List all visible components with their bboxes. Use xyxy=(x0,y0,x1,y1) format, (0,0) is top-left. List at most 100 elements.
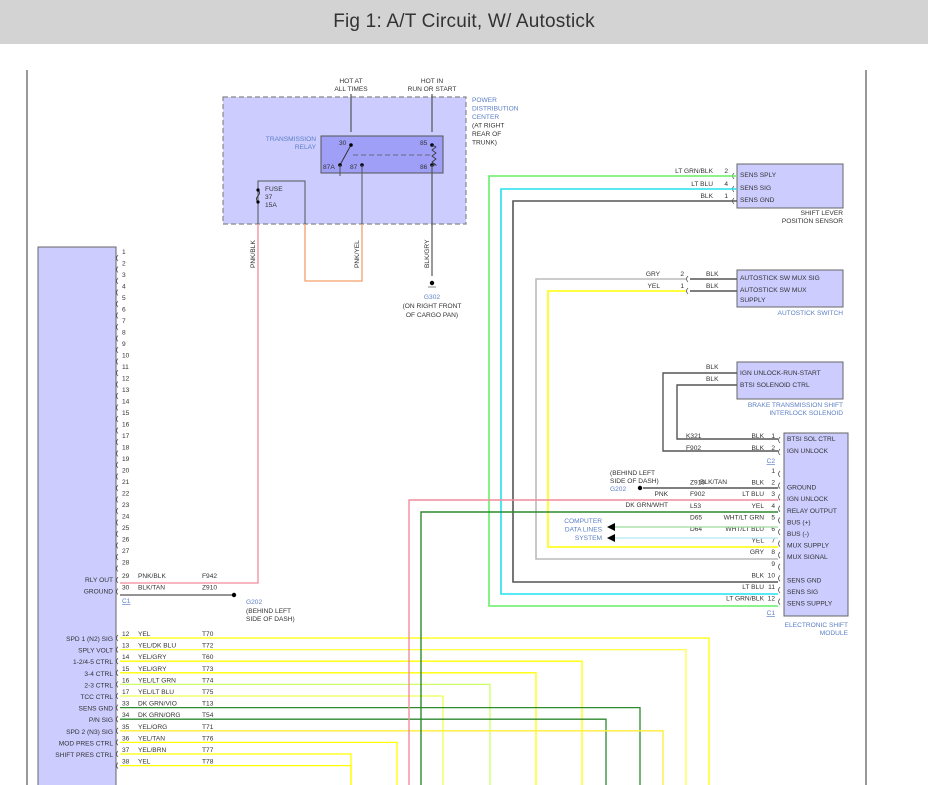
connector-bracket xyxy=(116,669,119,677)
esm-c1-pin-number: 1 xyxy=(771,468,775,475)
pcm-pin-number: 21 xyxy=(122,479,130,486)
esm-c1-pin-label: MUX SIGNAL xyxy=(787,554,828,561)
connector-bracket xyxy=(116,727,119,735)
connector-bracket xyxy=(116,312,119,319)
connector-bracket xyxy=(116,634,119,642)
pcm-lower-circuit: T74 xyxy=(202,677,214,684)
connector-bracket xyxy=(116,358,119,365)
data-lines-label: DATA LINES xyxy=(565,527,603,534)
esm-c2-wire-color: BLK xyxy=(752,445,765,452)
pcm-pin-number: 20 xyxy=(122,468,130,475)
esm-c1-pin-number: 10 xyxy=(768,572,776,579)
pcm-pin-number: 30 xyxy=(122,585,130,592)
wire-pcm-35 xyxy=(120,730,664,785)
connector-bracket xyxy=(116,565,119,572)
wire-pcm-33 xyxy=(120,706,641,785)
esm-c1-wire-color: BLK xyxy=(752,480,765,487)
connector-bracket xyxy=(116,254,119,262)
pcm-lower-wire-color: YEL/TAN xyxy=(138,735,165,742)
sls-pin-label: SENS SIG xyxy=(740,185,771,192)
relay-label-1: TRANSMISSION xyxy=(266,136,316,143)
relay-coil-icon xyxy=(431,144,438,166)
connector-bracket xyxy=(116,484,119,492)
connector-bracket xyxy=(778,505,781,513)
pcm-pin-number: 5 xyxy=(122,295,126,302)
arrow-bus-minus-icon xyxy=(607,534,615,542)
wire-mux-signal xyxy=(535,278,778,560)
sls-wire-color: BLK xyxy=(701,193,714,200)
wire-pcm-17 xyxy=(120,695,444,785)
esm-g202-desc: SIDE OF DASH) xyxy=(610,478,659,485)
ground-g302-icon xyxy=(429,280,435,286)
esm-c1-circuit: Z910 xyxy=(690,480,705,487)
ground-g302-desc-1: (ON RIGHT FRONT xyxy=(403,303,462,310)
pcm-lower-circuit: T54 xyxy=(202,712,214,719)
pcm-lower-pin-number: 17 xyxy=(122,689,130,696)
wire-pcm-12 xyxy=(120,637,710,785)
esm-c1-pin-number: 2 xyxy=(771,480,775,487)
pcm-lower-pin-label: 1-2/4-5 CTRL xyxy=(73,659,113,666)
pcm-lower-pin-label: P/N SIG xyxy=(89,717,113,724)
pcm-lower-circuit: T73 xyxy=(202,666,214,673)
connector-bracket xyxy=(778,540,781,547)
connector-bracket xyxy=(116,381,119,388)
sls-wire-color: LT BLU xyxy=(691,181,713,188)
btsi-name: INTERLOCK SOLENOID xyxy=(769,410,843,417)
connector-bracket xyxy=(116,369,119,377)
pdc-label-line: (AT RIGHT xyxy=(472,123,504,130)
btsi-name: BRAKE TRANSMISSION SHIFT xyxy=(748,402,843,409)
autostick-pin-number: 1 xyxy=(680,283,684,290)
connector-bracket xyxy=(116,519,119,526)
pcm-g202-desc: SIDE OF DASH) xyxy=(246,616,295,623)
wire-ign-unlock-pnk xyxy=(408,499,778,785)
ground-g302-desc-2: OF CARGO PAN) xyxy=(406,312,458,319)
pcm-lower-wire-color: DK GRN/ORG xyxy=(138,712,181,719)
esm-g202-desc: (BEHIND LEFT xyxy=(610,470,655,477)
powertrain-control-module xyxy=(37,246,117,785)
esm-c2-circuit: K321 xyxy=(686,433,702,440)
connector-bracket xyxy=(116,762,119,769)
connector-bracket xyxy=(116,473,119,480)
esm-c1-pin-label: IGN UNLOCK xyxy=(787,496,829,503)
connector-bracket xyxy=(778,563,781,571)
pcm-pin-number: 8 xyxy=(122,330,126,337)
transmission-relay xyxy=(320,135,444,174)
pcm-pin-number: 2 xyxy=(122,261,126,268)
esm-c2-circuit: F902 xyxy=(686,445,701,452)
connector-bracket xyxy=(116,507,119,515)
pcm-pin-number: 9 xyxy=(122,341,126,348)
connector-bracket xyxy=(686,275,689,283)
pcm-lower-wire-color: YEL/BRN xyxy=(138,747,166,754)
esm-c1-wire-color: LT BLU xyxy=(742,584,764,591)
pcm-lower-wire-color: YEL/LT GRN xyxy=(138,677,176,684)
esm-c1-wire-color: LT BLU xyxy=(742,491,764,498)
connector-bracket xyxy=(116,588,119,595)
esm-c1-left-color: PNK xyxy=(654,491,668,498)
esm-c2-pin-label: IGN UNLOCK xyxy=(787,448,829,455)
pcm-lower-pin-number: 37 xyxy=(122,747,130,754)
wire-pnk-blk xyxy=(120,224,259,584)
pcm-lower-pin-label: SPLY VOLT xyxy=(78,648,113,655)
connector-bracket xyxy=(116,323,119,331)
pcm-lower-circuit: T70 xyxy=(202,631,214,638)
wire-sens-supply xyxy=(488,175,778,607)
connector-bracket xyxy=(778,598,781,605)
pcm-circuit: F942 xyxy=(202,573,217,580)
esm-c2-pin-number: 1 xyxy=(771,433,775,440)
connector-bracket xyxy=(116,277,119,285)
label-pnk-blk: PNK/BLK xyxy=(250,240,257,268)
pcm-pin-number: 18 xyxy=(122,445,130,452)
esm-c2-pin-label: BTSI SOL CTRL xyxy=(787,436,836,443)
relay-switch-arm xyxy=(339,144,352,166)
esm-c1-pin-label: MUX SUPPLY xyxy=(787,543,830,550)
wire-sens-sig xyxy=(500,188,778,595)
autostick-pin-label: AUTOSTICK SW MUX SIG xyxy=(740,275,820,282)
connector-bracket xyxy=(116,415,119,423)
esm-c1-wire-color: YEL xyxy=(752,538,765,545)
fuse-dot-bottom xyxy=(256,200,260,204)
pcm-lower-pin-number: 35 xyxy=(122,724,130,731)
pcm-lower-wire-color: YEL/DK BLU xyxy=(138,643,176,650)
esm-c1-circuit: L53 xyxy=(690,503,701,510)
sls-pin-number: 4 xyxy=(724,181,728,188)
